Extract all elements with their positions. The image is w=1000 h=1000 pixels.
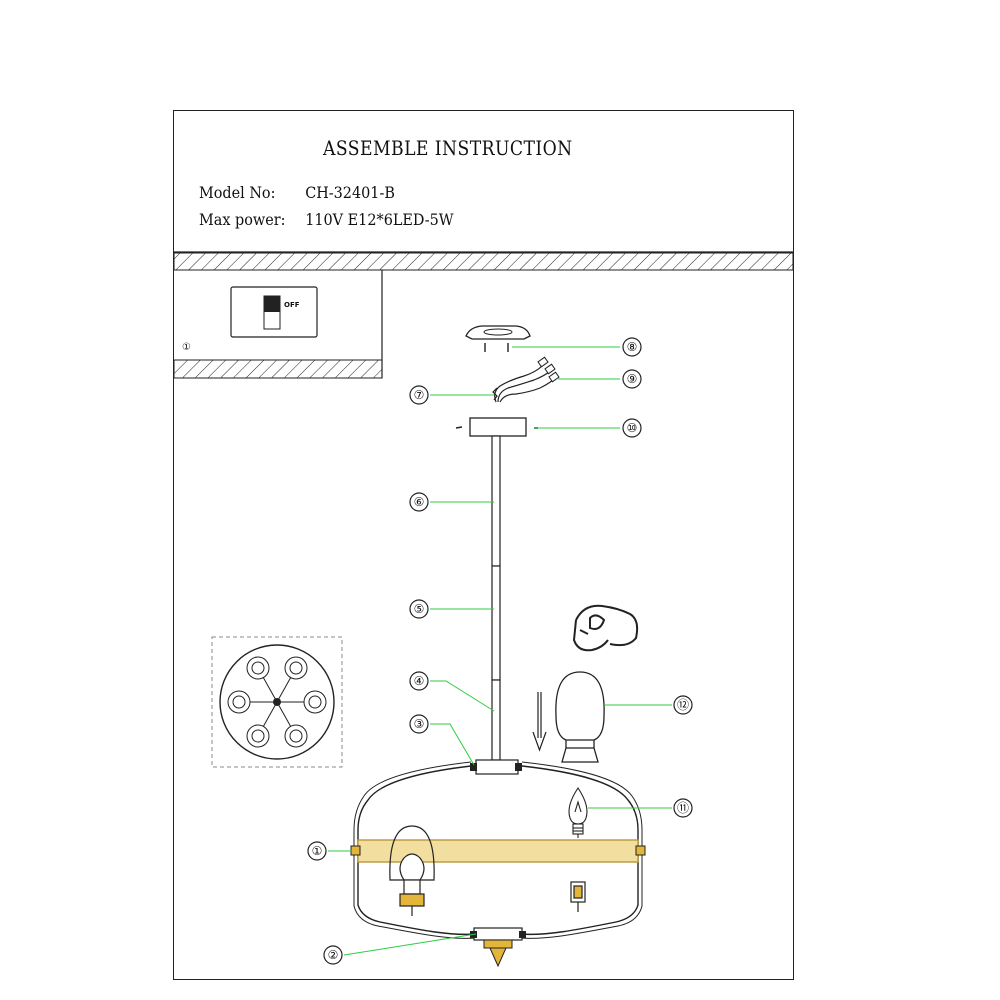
stem-rods	[491, 435, 501, 761]
callout-2-label: ②	[328, 948, 339, 962]
max-power-label: Max power:	[199, 210, 286, 229]
power-switch-panel: OFF ①	[173, 270, 383, 379]
lamp-frame	[353, 761, 643, 939]
callout-6	[409, 492, 429, 512]
instruction-sheet-frame	[173, 110, 794, 980]
callout-3-label: ③	[414, 717, 425, 731]
callout-11	[673, 798, 693, 818]
canopy-top-view	[211, 636, 343, 768]
canopy	[455, 417, 538, 437]
callout-3	[409, 714, 429, 734]
step-marker: ①	[182, 342, 191, 353]
top-hub	[470, 759, 522, 775]
callout-10	[622, 418, 642, 438]
bottom-finial	[470, 927, 526, 968]
hand-icon	[572, 604, 639, 652]
callout-11-label: ⑪	[677, 801, 689, 815]
max-power-value: 110V E12*6LED-5W	[305, 210, 454, 229]
ceiling-hatch	[173, 252, 794, 271]
mounting-bracket	[465, 325, 531, 352]
wall-hatch	[173, 359, 383, 379]
candle-bulb	[568, 787, 588, 838]
callout-9	[622, 369, 642, 389]
model-number-value: CH-32401-B	[305, 183, 395, 202]
cross-rod	[350, 839, 646, 863]
installed-bulb-left	[389, 825, 435, 916]
callout-12-label: ⑫	[677, 698, 689, 712]
callout-6-label: ⑥	[414, 495, 425, 509]
callout-8-label: ⑧	[627, 340, 638, 354]
switch-off-label: OFF	[284, 301, 300, 309]
page-title: ASSEMBLE INSTRUCTION	[323, 136, 573, 160]
down-arrow-icon	[532, 692, 547, 752]
glass-shade	[555, 671, 605, 763]
callout-leaders	[328, 346, 672, 956]
callout-7	[409, 385, 429, 405]
callout-12	[673, 695, 693, 715]
callout-5-label: ⑤	[414, 602, 425, 616]
callout-10-label: ⑩	[627, 421, 638, 435]
switch-toggle-off-half	[264, 296, 280, 312]
callout-1	[307, 841, 327, 861]
callout-5	[409, 599, 429, 619]
callout-1-label: ①	[312, 844, 323, 858]
callout-4	[409, 671, 429, 691]
callout-7-label: ⑦	[414, 388, 425, 402]
callout-9-label: ⑨	[627, 372, 638, 386]
wire-connectors	[537, 356, 560, 383]
socket-right	[570, 881, 586, 912]
model-number-label: Model No:	[199, 183, 276, 202]
callout-4-label: ④	[414, 674, 425, 688]
supply-wires	[492, 365, 554, 403]
model-number-row: Model No: CH-32401-B	[199, 183, 395, 202]
callout-8	[622, 337, 642, 357]
callouts	[307, 337, 693, 965]
max-power-row: Max power: 110V E12*6LED-5W	[199, 210, 454, 229]
callout-2	[323, 945, 343, 965]
